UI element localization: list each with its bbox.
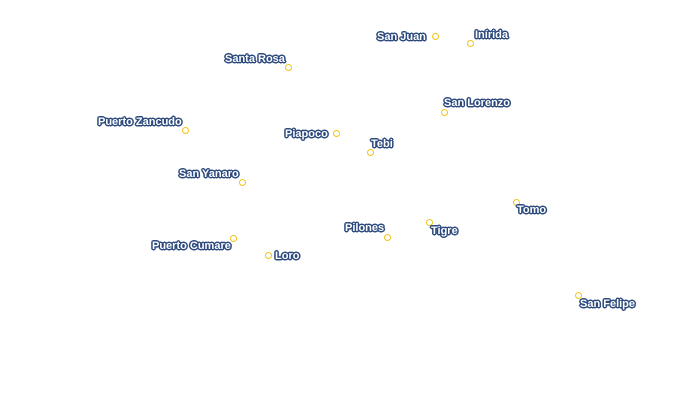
place-marker-tigre[interactable] (426, 219, 433, 226)
place-label-santa-rosa: Santa Rosa (225, 53, 285, 65)
place-label-san-yanaro: San Yanaro (179, 168, 239, 180)
place-label-san-juan: San Juan (377, 31, 426, 43)
place-marker-santa-rosa[interactable] (285, 64, 292, 71)
place-label-puerto-cumare: Puerto Cumare (152, 240, 231, 252)
place-label-san-lorenzo: San Lorenzo (444, 97, 511, 109)
place-marker-san-juan[interactable] (432, 33, 439, 40)
place-marker-puerto-cumare[interactable] (230, 235, 237, 242)
place-marker-pilones[interactable] (384, 234, 391, 241)
place-marker-inirida[interactable] (467, 40, 474, 47)
place-label-puerto-zancudo: Puerto Zancudo (98, 116, 182, 128)
place-marker-tomo[interactable] (513, 199, 520, 206)
place-label-tigre: Tigre (431, 225, 458, 237)
place-marker-san-yanaro[interactable] (239, 179, 246, 186)
place-label-pilones: Pilones (345, 222, 385, 234)
place-label-piapoco: Piapoco (285, 128, 328, 140)
place-label-loro: Loro (275, 250, 300, 262)
place-label-tomo: Tomo (517, 204, 547, 216)
place-label-inirida: Inírida (475, 29, 509, 41)
place-marker-puerto-zancudo[interactable] (182, 127, 189, 134)
place-marker-piapoco[interactable] (333, 130, 340, 137)
place-marker-san-lorenzo[interactable] (441, 109, 448, 116)
place-label-san-felipe: San Felipe (580, 298, 636, 310)
place-label-tebi: Tebi (371, 138, 393, 150)
place-marker-loro[interactable] (265, 252, 272, 259)
place-marker-tebi[interactable] (367, 149, 374, 156)
place-marker-san-felipe[interactable] (575, 292, 582, 299)
